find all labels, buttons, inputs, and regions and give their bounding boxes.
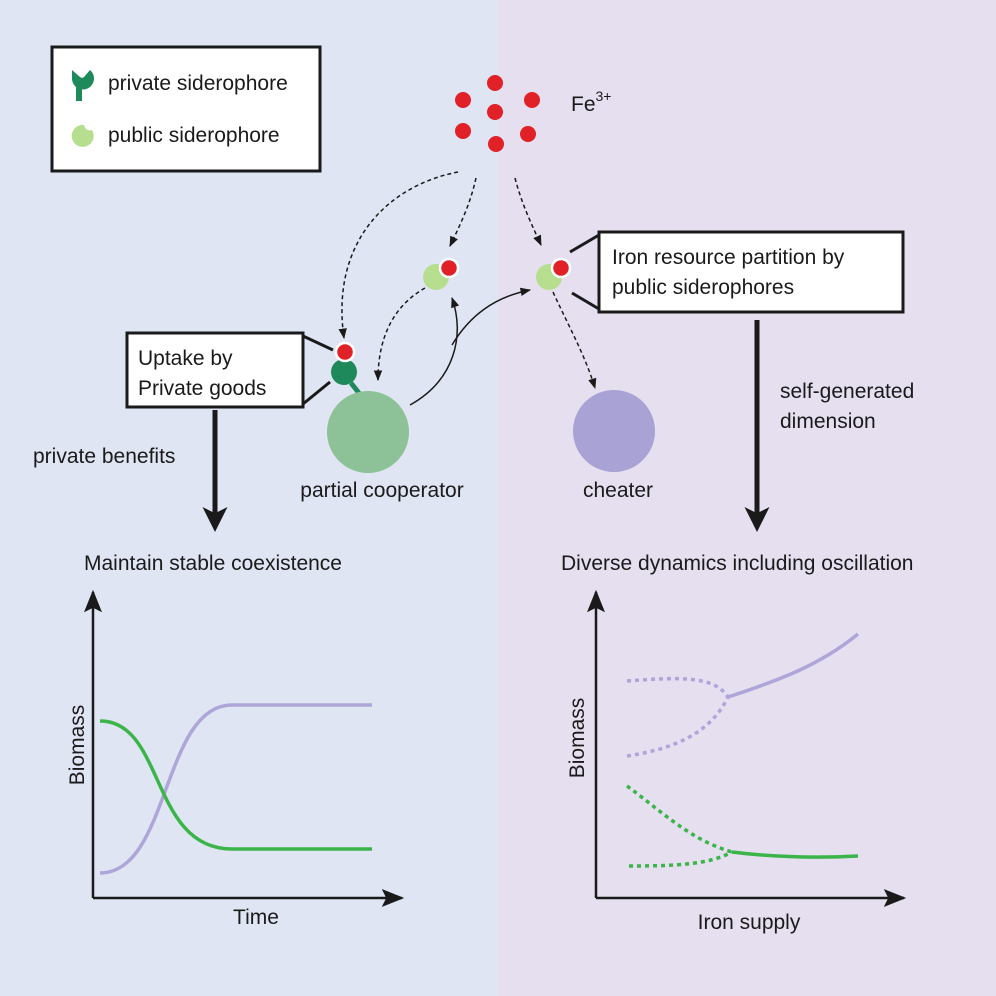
iron-label: Fe3+ — [571, 88, 611, 116]
left-plot-purple-curve — [99, 703, 372, 875]
right-plot-green-branch-lower — [628, 850, 733, 868]
partition-box-line1: Iron resource partition by — [612, 246, 845, 269]
public-siderophore-icon — [71, 124, 94, 147]
left-plot-green-curve — [99, 719, 372, 851]
public-siderophore-complex-right — [536, 257, 572, 290]
cooperator-secretion-arrows — [409, 287, 532, 406]
right-panel-background — [498, 0, 996, 996]
right-plot-xlabel: Iron supply — [698, 911, 801, 934]
secretion-to-left-arrow — [409, 297, 460, 406]
partition-box: Iron resource partition by public sidero… — [569, 230, 905, 314]
partition-box-line2: public siderophores — [612, 276, 794, 299]
left-plot-xlabel: Time — [233, 906, 279, 929]
right-plot-green-curve — [731, 850, 859, 859]
self-generated-label-line2: dimension — [780, 410, 876, 433]
legend-box: private siderophore public siderophore — [50, 45, 322, 173]
left-plot: Biomass Time — [66, 589, 405, 929]
partial-cooperator-cell — [327, 391, 409, 473]
uptake-box-line1: Uptake by — [138, 347, 233, 370]
iron-flow-arrows — [338, 171, 597, 390]
right-plot-purple-curve — [727, 632, 860, 699]
iron-ion-cluster — [455, 75, 540, 152]
public-to-cheater-arrow — [552, 291, 597, 390]
right-plot-purple-branch-lower — [626, 696, 730, 758]
private-siderophore-icon — [71, 70, 94, 101]
right-plot-purple-branch-upper — [626, 676, 730, 699]
partial-cooperator-label: partial cooperator — [300, 479, 463, 502]
secretion-to-right-arrow — [451, 287, 532, 346]
self-generated-label-line1: self-generated — [780, 380, 914, 403]
left-heading: Maintain stable coexistence — [84, 552, 342, 575]
legend-private-label: private siderophore — [108, 72, 288, 95]
iron-charge: 3+ — [596, 88, 612, 104]
cheater-label: cheater — [583, 479, 653, 502]
left-plot-ylabel: Biomass — [66, 705, 89, 786]
public-to-cooperator-arrow — [373, 287, 426, 382]
right-heading: Diverse dynamics including oscillation — [561, 552, 914, 575]
right-plot-ylabel: Biomass — [566, 698, 589, 779]
iron-to-private-arrow — [338, 171, 459, 340]
legend-public-label: public siderophore — [108, 124, 280, 147]
private-benefits-label: private benefits — [33, 445, 175, 468]
cheater-cell — [573, 390, 655, 472]
public-siderophore-complex-left — [423, 257, 460, 290]
private-siderophore-bound — [331, 341, 368, 404]
uptake-box-line2: Private goods — [138, 377, 266, 400]
uptake-box: Uptake by Private goods — [125, 331, 334, 409]
iron-to-public-left-arrow — [449, 177, 477, 247]
right-plot: Biomass Iron supply — [566, 589, 907, 934]
iron-to-public-right-arrow — [514, 177, 542, 246]
